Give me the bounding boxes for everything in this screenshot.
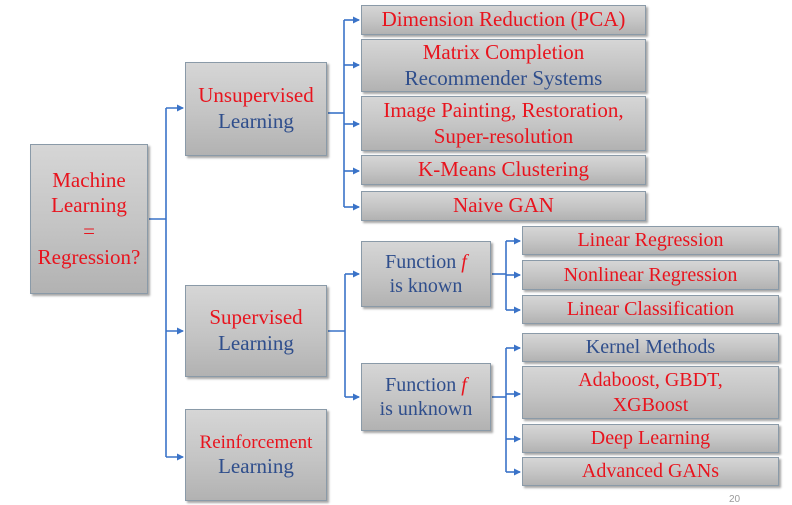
pca-label: Dimension Reduction (PCA) [381, 7, 626, 32]
supervised-node: Supervised Learning [185, 285, 327, 377]
naive-gan-label: Naive GAN [453, 193, 554, 218]
kmeans-node: K-Means Clustering [361, 155, 646, 185]
function-known-line-2: is known [389, 275, 463, 297]
unsupervised-line-1: Unsupervised [198, 83, 314, 108]
function-unknown-node: Function f is unknown [361, 363, 491, 431]
root-line-2: Learning [51, 193, 127, 218]
function-known-line-1: Function f [385, 250, 467, 274]
linear-regression-label: Linear Regression [577, 229, 724, 252]
page-number: 20 [729, 494, 741, 505]
reinforcement-node: Reinforcement Learning [185, 409, 327, 501]
function-unknown-line-2: is unknown [379, 398, 473, 420]
unsupervised-node: Unsupervised Learning [185, 62, 327, 156]
matrix-completion-node: Matrix Completion Recommender Systems [361, 39, 646, 92]
deep-learning-label: Deep Learning [590, 427, 711, 450]
adaboost-node: Adaboost, GBDT, XGBoost [522, 366, 779, 419]
matrix-completion-line-2: Recommender Systems [404, 65, 603, 90]
unsupervised-line-2: Learning [218, 109, 294, 133]
function-unknown-line-1: Function f [385, 373, 467, 397]
supervised-line-1: Supervised [209, 305, 303, 330]
reinforcement-line-2: Learning [218, 453, 294, 478]
root-line-4: Regression? [37, 244, 141, 269]
kernel-methods-label: Kernel Methods [585, 336, 716, 359]
adaboost-line-2: XGBoost [612, 393, 689, 416]
matrix-completion-line-1: Matrix Completion [422, 39, 585, 64]
advanced-gans-label: Advanced GANs [581, 460, 720, 483]
image-painting-line-1: Image Painting, Restoration, [383, 97, 624, 122]
function-known-prefix: Function [385, 250, 457, 273]
function-known-node: Function f is known [361, 241, 491, 307]
root-line-1: Machine [52, 167, 126, 192]
supervised-line-2: Learning [218, 331, 294, 355]
nonlinear-regression-label: Nonlinear Regression [563, 263, 738, 286]
nonlinear-regression-node: Nonlinear Regression [522, 260, 779, 290]
kmeans-label: K-Means Clustering [418, 157, 589, 182]
advanced-gans-node: Advanced GANs [522, 457, 779, 486]
naive-gan-node: Naive GAN [361, 191, 646, 221]
kernel-methods-node: Kernel Methods [522, 333, 779, 362]
adaboost-line-1: Adaboost, GBDT, [578, 369, 723, 392]
root-line-3: = [83, 219, 95, 243]
reinforcement-line-1: Reinforcement [199, 431, 313, 453]
function-known-symbol: f [461, 250, 467, 273]
deep-learning-node: Deep Learning [522, 424, 779, 453]
pca-node: Dimension Reduction (PCA) [361, 5, 646, 35]
root-node: Machine Learning = Regression? [30, 144, 148, 294]
image-painting-line-2: Super-resolution [433, 123, 574, 148]
function-unknown-prefix: Function [385, 373, 457, 396]
linear-classification-label: Linear Classification [566, 298, 735, 321]
linear-classification-node: Linear Classification [522, 295, 779, 324]
linear-regression-node: Linear Regression [522, 226, 779, 255]
image-painting-node: Image Painting, Restoration, Super-resol… [361, 96, 646, 151]
function-unknown-symbol: f [461, 373, 467, 396]
